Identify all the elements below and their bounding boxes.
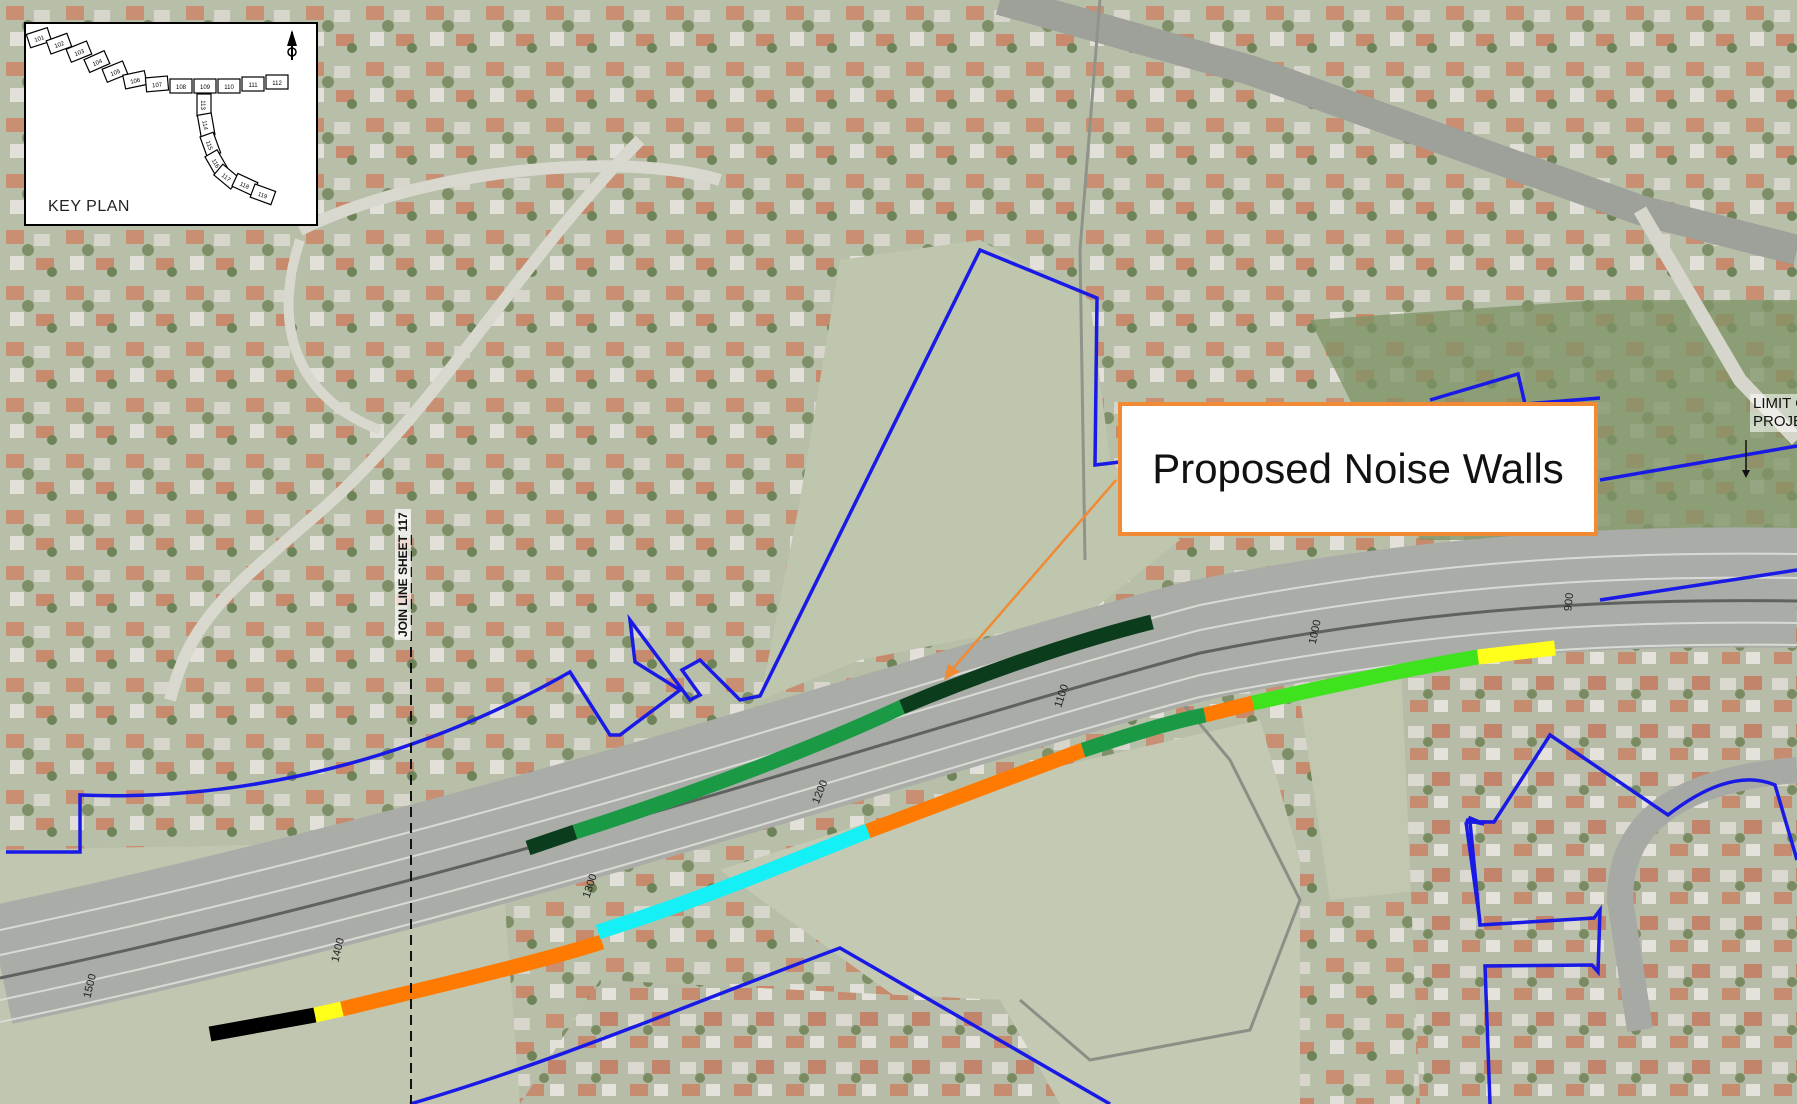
svg-text:112: 112 [272,81,282,87]
noise-wall-segment-mid-green [1080,707,1207,758]
key-plan-sheet: 107 [144,75,170,93]
project-boundary-south [409,946,1111,1104]
ramp-road [1606,757,1797,1032]
north-arrow-icon [287,30,297,60]
svg-text:111: 111 [248,83,258,89]
join-line-label: JOIN LINE SHEET 117 [395,509,411,640]
median [0,599,1797,980]
key-plan: 101 102 103 104 105 106 107 108 109 110 111 112 113… [24,22,318,226]
open-field-south [720,720,1300,1104]
svg-text:113: 113 [199,100,205,110]
svg-text:102: 102 [54,41,66,50]
project-boundary-southeast-loop [1468,732,1797,861]
noise-wall-segment-dark-green [899,614,1154,714]
limit-label-line-2: PROJECT [1753,413,1797,430]
arterial-road [995,0,1797,265]
noise-wall-callout: Proposed Noise Walls [1118,402,1598,536]
key-plan-sheet: 103 [65,40,93,64]
key-plan-sheet: 119 [249,183,277,206]
chainage-label: 900 [1562,592,1577,612]
svg-text:115: 115 [204,140,213,152]
suburb-area-south [520,980,1060,1104]
limit-label-line-1: LIMIT OF [1753,395,1797,412]
lane-marking [0,643,1797,1023]
noise-wall-segment-black [208,1007,317,1042]
limit-arrowhead [1742,470,1750,478]
noise-wall-segment-dark-green [525,824,578,856]
motorway [0,527,1797,1024]
local-street [297,160,722,236]
key-plan-sheet: 102 [45,32,73,55]
svg-text:114: 114 [200,120,208,131]
open-field-north [760,240,1180,700]
callout-arrowhead [944,664,960,680]
key-plan-label: KEY PLAN [48,198,130,215]
svg-text:104: 104 [92,58,104,68]
track-line [1019,639,1302,1062]
svg-text:105: 105 [110,69,122,79]
key-plan-sheet: 109 [193,78,217,94]
project-boundary-north [6,247,1121,854]
svg-text:103: 103 [74,49,86,59]
svg-text:101: 101 [34,35,46,44]
key-plan-sheet: 105 [101,60,129,84]
svg-text:107: 107 [152,82,163,89]
noise-wall-segment-orange [865,742,1086,839]
limit-of-project-label: LIMIT OF PROJECT [1750,394,1797,432]
key-plan-sheet: 110 [217,78,241,94]
project-boundary-northeast [1429,371,1601,406]
rail-line [1078,0,1102,561]
key-plan-sheet: 104 [83,49,111,74]
svg-text:117: 117 [220,173,232,184]
noise-wall-segment-mid-green [572,700,906,840]
key-plan-sheet: 108 [169,78,193,94]
local-street [164,135,645,702]
noise-wall-segment-orange [340,934,605,1017]
svg-text:108: 108 [176,85,187,91]
project-boundary-east [1599,444,1797,482]
suburb-area-southeast [1400,620,1797,1104]
key-plan-sheet: 113 [196,93,212,117]
lane-marking [0,621,1797,1001]
noise-wall-segment-yellow [313,1001,344,1023]
callout-arrow-line [949,479,1117,673]
noise-wall-segment-orange [1203,695,1255,723]
svg-text:106: 106 [130,78,142,86]
key-plan-diagram: 101 102 103 104 105 106 107 108 109 110 111 112 113… [26,26,297,206]
noise-wall-segment-cyan [595,824,871,940]
lane-marking [0,576,1797,956]
local-street [283,238,382,435]
svg-text:116: 116 [210,158,220,170]
callout-text: Proposed Noise Walls [1152,445,1564,492]
noise-wall-segment-bright-green [1251,649,1480,711]
project-boundary-east-lower [1599,568,1797,602]
svg-text:118: 118 [238,181,250,191]
svg-text:109: 109 [200,85,211,91]
noise-wall-segment-yellow [1477,640,1556,665]
key-plan-sheet: 112 [265,74,289,90]
project-boundary-segment [1464,821,1482,923]
key-plan-sheet: 111 [241,76,265,92]
key-plan-sheet: 101 [26,26,53,49]
key-plan-sheet: 114 [196,112,216,138]
svg-text:119: 119 [257,192,269,201]
svg-text:110: 110 [224,85,234,91]
